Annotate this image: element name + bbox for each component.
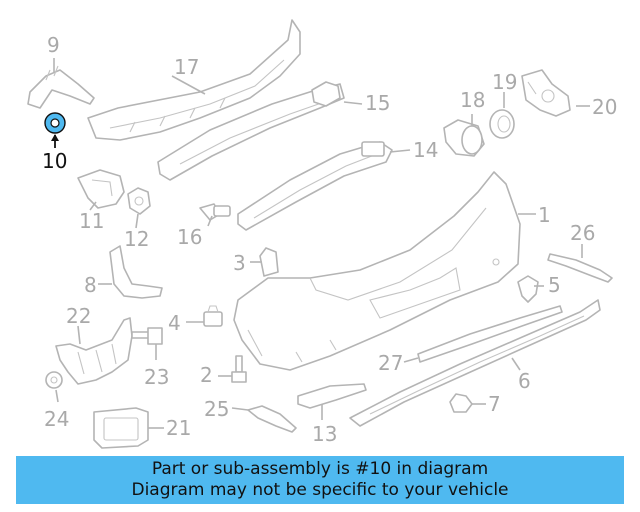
callout-17: 17 [174, 55, 199, 79]
callout-11: 11 [79, 209, 104, 233]
callout-7: 7 [488, 392, 501, 416]
callout-9: 9 [47, 33, 60, 57]
part-5-holder [517, 275, 539, 303]
part-12-clip [127, 187, 151, 215]
part-26-strip [547, 253, 613, 283]
callout-21: 21 [166, 416, 191, 440]
part-25-reflector [247, 405, 297, 433]
callout-24: 24 [44, 407, 69, 431]
part-19-bezel [489, 109, 515, 139]
banner-line-1: Part or sub-assembly is #10 in diagram [151, 459, 489, 479]
callout-19: 19 [492, 70, 517, 94]
part-22-bracket [55, 317, 133, 385]
part-17-absorber [87, 19, 301, 141]
part-1-bumper-cover [233, 171, 521, 371]
callout-25: 25 [204, 397, 229, 421]
callout-1: 1 [538, 203, 551, 227]
arrow-10 [51, 134, 59, 141]
callout-13: 13 [312, 422, 337, 446]
part-27-moulding [417, 305, 563, 363]
callout-15: 15 [365, 91, 390, 115]
part-10-nut-highlighted[interactable] [44, 112, 66, 134]
part-21-plate [93, 407, 149, 449]
callout-4: 4 [168, 311, 181, 335]
part-18-sensor [443, 119, 485, 157]
callout-16: 16 [177, 225, 202, 249]
banner-line-2: Diagram may not be specific to your vehi… [131, 480, 509, 500]
callout-6: 6 [518, 369, 531, 393]
part-4-nut [203, 305, 223, 327]
callout-12: 12 [124, 227, 149, 251]
part-6-diffuser [349, 299, 601, 427]
part-16-bolt [199, 203, 231, 221]
callout-10[interactable]: 10 [42, 149, 67, 173]
part-8-bracket [109, 245, 163, 299]
part-15-impact-bar [157, 81, 345, 181]
callout-18: 18 [460, 88, 485, 112]
callout-26: 26 [570, 221, 595, 245]
info-banner: Part or sub-assembly is #10 in diagram D… [16, 456, 624, 504]
callout-5: 5 [548, 273, 561, 297]
part-2-bolt [231, 355, 247, 383]
part-20-bracket [521, 69, 571, 117]
part-7-clip [449, 393, 473, 413]
part-3-clip [259, 247, 279, 277]
callout-27: 27 [378, 351, 403, 375]
part-14-lower-bar [237, 141, 393, 231]
part-13-reflector [297, 383, 367, 409]
part-24-nut [45, 371, 63, 389]
callout-14: 14 [413, 138, 438, 162]
callout-20: 20 [592, 95, 617, 119]
callout-8: 8 [84, 273, 97, 297]
callout-22: 22 [66, 304, 91, 328]
callout-23: 23 [144, 365, 169, 389]
part-23-bolt [131, 327, 163, 345]
callout-2: 2 [200, 363, 213, 387]
parts-diagram: 9 10 11 12 17 15 14 16 18 19 20 1 26 3 5… [27, 19, 617, 449]
callout-3: 3 [233, 251, 246, 275]
part-11-bracket [77, 169, 125, 209]
part-9-bracket [27, 65, 95, 109]
